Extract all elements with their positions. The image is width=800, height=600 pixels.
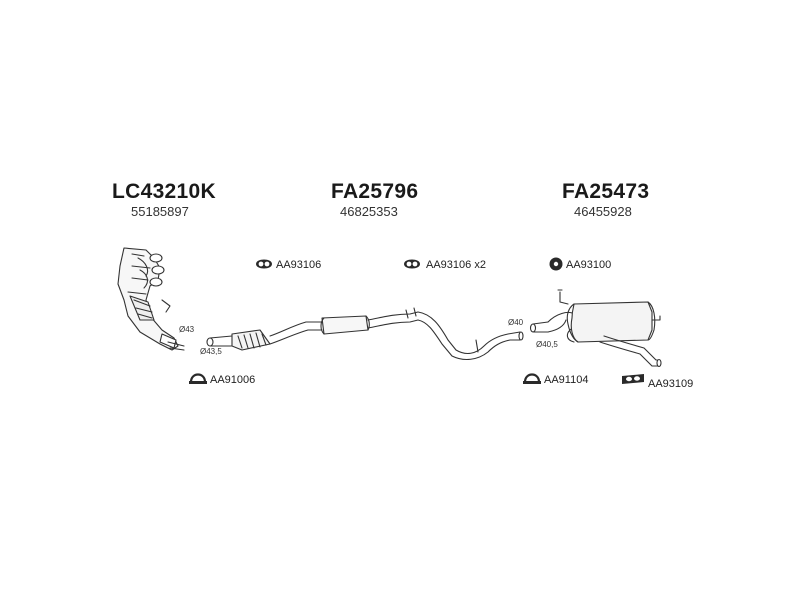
middle-silencer (320, 307, 419, 335)
rubber-mount-icon (549, 257, 563, 271)
catalyst-manifold (117, 247, 185, 351)
part-code-catalyst: LC43210K (112, 180, 216, 203)
part-code-rear-silencer: FA25473 (562, 180, 650, 203)
diameter-label-43: Ø43 (179, 325, 195, 334)
gasket-icon (622, 374, 644, 384)
front-pipe (206, 321, 323, 351)
oe-number-catalyst: 55185897 (131, 204, 189, 219)
accessory-label-aa93106-x2: AA93106 x2 (426, 259, 486, 271)
diameter-label-40-5: Ø40,5 (536, 340, 558, 349)
rubber-hanger-icon (404, 259, 420, 269)
accessory-label-aa93100: AA93100 (566, 259, 612, 271)
accessory-label-aa93109: AA93109 (648, 378, 694, 390)
diameter-label-40: Ø40 (508, 318, 524, 327)
rubber-hanger-icon (256, 259, 272, 269)
pipe-clamp-icon (523, 373, 541, 384)
accessory-label-aa91104: AA91104 (544, 374, 589, 386)
oe-number-middle-silencer: 46825353 (340, 204, 398, 219)
rear-silencer (529, 289, 662, 368)
intermediate-pipe (417, 311, 524, 361)
accessory-label-aa91006: AA91006 (210, 374, 256, 386)
part-code-middle-silencer: FA25796 (331, 180, 419, 203)
diameter-label-43-5: Ø43,5 (200, 347, 222, 356)
accessory-label-aa93106: AA93106 (276, 259, 322, 271)
pipe-clamp-icon (189, 373, 207, 384)
oe-number-rear-silencer: 46455928 (574, 204, 632, 219)
